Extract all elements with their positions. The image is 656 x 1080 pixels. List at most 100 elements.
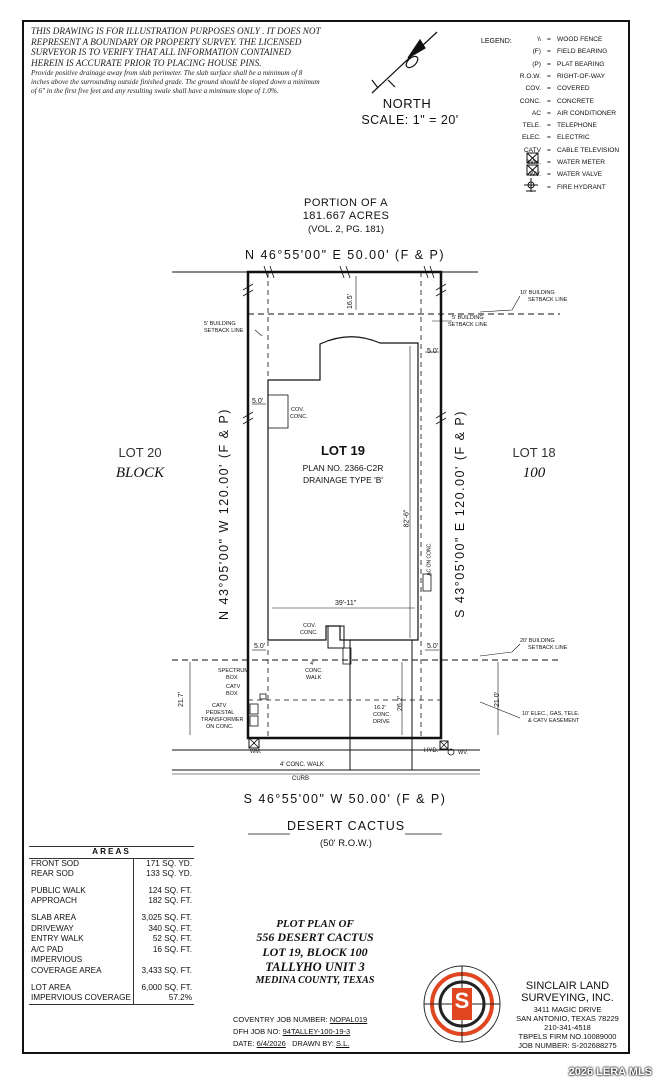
legend-definition: TELEPHONE (557, 122, 597, 130)
walk-label-3: WALK (306, 675, 322, 681)
legend-equals: = (547, 72, 551, 80)
portion-label: PORTION OF A (303, 197, 389, 209)
firm-phone: 210-341-4518 (544, 1023, 591, 1032)
title-line-4: TALLYHO UNIT 3 (265, 960, 365, 974)
legend-row: TELE.=TELEPHONE (512, 122, 637, 132)
north-arrow-icon (371, 31, 438, 94)
front-setback-label: 20' BUILDING (520, 638, 555, 644)
dim-rear: 16.5' (346, 294, 354, 309)
lot-right: LOT 18 (512, 445, 556, 460)
disclaimer: This drawing is for illustration purpose… (31, 26, 321, 96)
pedestal-label-3: TRANSFORMER (201, 717, 244, 723)
areas-label: IMPERVIOUS COVERAGE (29, 993, 134, 1005)
legend-definition: FIELD BEARING (557, 48, 608, 56)
title-line-5: MEDINA COUNTY, TEXAS (255, 975, 375, 986)
legend-symbol: ELEC. (521, 134, 541, 142)
legend-symbol: (F) (532, 48, 541, 56)
dfh-label: DFH JOB NO: (233, 1027, 281, 1036)
areas-value: 57.2% (133, 993, 194, 1005)
areas-value: 3,025 SQ. FT. (141, 912, 192, 922)
legend-row: COV.=COVERED (512, 85, 637, 95)
impervious-value: 3,433 SQ. FT. (141, 965, 192, 975)
firm-block: SINCLAIR LAND SURVEYING, INC. 3411 MAGIC… (505, 980, 630, 1050)
legend-symbol: AC (531, 109, 541, 117)
ac-label: AC ON CONC. (426, 542, 433, 576)
legend-definition: WATER METER (557, 159, 605, 166)
catv-box-label-2: BOX (226, 691, 238, 697)
legend-equals: = (547, 134, 551, 142)
legend-row: CONC. = CONCRETE (512, 98, 637, 108)
legend-definition: CABLE TELEVISION (557, 146, 620, 154)
pedestal-label: CATV (212, 703, 227, 709)
dim-side-left-front: 5.0' (254, 643, 266, 650)
legend-definition: CONCRETE (557, 97, 594, 105)
date-value: 6/4/2026 (256, 1039, 286, 1048)
legend-row: =FIRE HYDRANT (512, 184, 637, 194)
dim-side-right-front: 5.0' (427, 643, 439, 650)
drive-label-3: DRIVE (373, 719, 390, 725)
right-setback-label: 5' BUILDING (452, 315, 484, 321)
disclaimer-drainage: Provide positive drainage away from slab… (31, 69, 320, 95)
legend-equals: = (547, 85, 551, 93)
dim-width: 39'-11" (335, 600, 357, 607)
firm-address-2: SAN ANTONIO, TEXAS 78229 (516, 1014, 619, 1023)
pedestal-label-4: ON CONC. (206, 724, 234, 730)
entry-porch (327, 625, 345, 649)
spectrum-label: SPECTRUM (218, 668, 249, 674)
legend-symbol: CONC. (519, 97, 541, 105)
lot-left: LOT 20 (118, 445, 162, 460)
legend-row: ELEC.=ELECTRIC (512, 134, 637, 144)
walk-label-2: CONC. (305, 668, 323, 674)
acres-label: 181.667 ACRES (302, 210, 390, 222)
drainage-type: DRAINAGE TYPE 'B' (302, 475, 384, 485)
scale-label: SCALE: 1" = 20' (361, 113, 459, 127)
rear-setback-label: 10' BUILDING (520, 290, 555, 296)
plan-number: PLAN NO. 2366-C2R (302, 463, 384, 473)
water-valve-label: WV. (458, 750, 468, 756)
areas-label: APPROACH (29, 896, 134, 907)
title-line-2: 556 DESERT CACTUS (256, 930, 374, 944)
drive-label-1: 16.2' (374, 705, 386, 711)
front-cov-label-2: CONC. (300, 630, 318, 636)
front-cov-label: COV. (303, 623, 316, 629)
logo-letter: S (454, 988, 470, 1013)
lot-boundary (246, 270, 443, 740)
areas-value: 340 SQ. FT. (148, 923, 192, 933)
areas-label: LOT AREA (29, 982, 134, 994)
street-row: (50' R.O.W.) (320, 838, 372, 849)
areas-label: SLAB AREA (29, 912, 134, 924)
areas-value: 124 SQ. FT. (148, 885, 192, 895)
sidewalk-label: 4' CONC. WALK (280, 762, 324, 768)
areas-label: REAR SOD (29, 869, 134, 880)
east-bearing: S 43°05'00" E 120.00' (F & P) (453, 410, 467, 618)
firm-name-2: SURVEYING, INC. (521, 992, 614, 1004)
legend-row: (F) = FIELD BEARING (512, 48, 637, 58)
ac-pad (422, 573, 432, 592)
legend-equals: = (547, 122, 551, 130)
north-label: NORTH (382, 96, 432, 111)
dim-drive: 26.2' (396, 696, 404, 711)
legend-equals: = (547, 48, 551, 56)
areas-row: SLAB AREA 3,025 SQ. FT. (29, 912, 194, 924)
legend-row: R.O.W.=RIGHT-OF-WAY (512, 73, 637, 83)
firm-job-number: JOB NUMBER: S-202688275 (518, 1041, 617, 1050)
entry-walk (342, 647, 352, 665)
coventry-job: COVENTRY JOB NUMBER: NOPAL019 (233, 1015, 367, 1024)
legend-equals: = (547, 97, 551, 105)
pedestal-label-2: PEDESTAL (206, 710, 235, 716)
date-drawn: DATE: 6/4/2026 DRAWN BY: S.L. (233, 1039, 349, 1048)
front-setback-label-2: SETBACK LINE (528, 645, 568, 651)
left-setback-label: 5' BUILDING (204, 321, 236, 327)
areas-label: A/C PAD (29, 944, 134, 956)
legend-row: \\=WOOD FENCE (512, 36, 637, 46)
legend-definition: COVERED (557, 85, 590, 93)
dim-side-right-rear: 5.0' (427, 348, 439, 355)
easement-label: 10' ELEC., GAS, TELE. (522, 711, 580, 717)
